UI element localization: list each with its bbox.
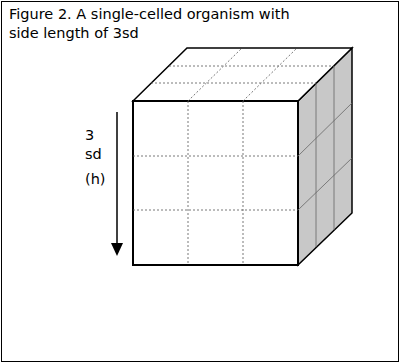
- dimension-label: (h): [85, 170, 106, 189]
- dimension-label: 3 sd: [85, 126, 109, 164]
- figure-title: Figure 2. A single-celled organism with …: [9, 5, 309, 43]
